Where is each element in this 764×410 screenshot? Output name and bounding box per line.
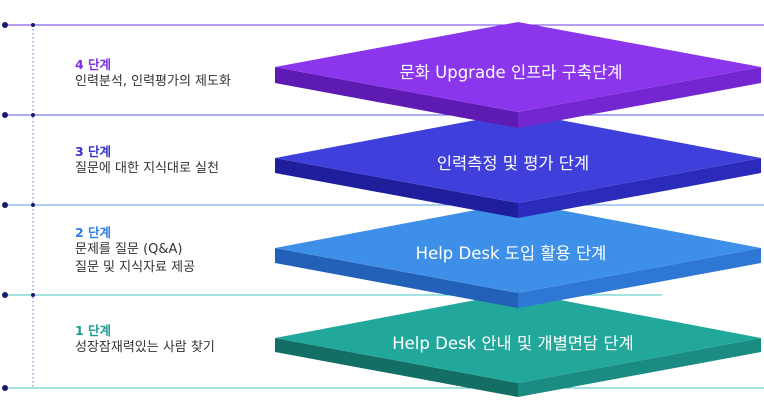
- dot-mid-4: [31, 23, 35, 27]
- dot-mid-3: [31, 113, 35, 117]
- step-1-desc: 성장잠재력있는 사람 찾기: [75, 340, 215, 355]
- step-3-desc: 질문에 대한 지식대로 실천: [75, 161, 219, 176]
- dot-left-2: [2, 202, 8, 208]
- step-4-desc: 인력분석, 인력평가의 제도화: [75, 74, 231, 89]
- dot-left-4: [2, 22, 8, 28]
- dot-left-3: [2, 112, 8, 118]
- step-3-block: 3 단계 질문에 대한 지식대로 실천: [75, 143, 219, 178]
- layer-label-3: 인력측정 및 평가 단계: [437, 154, 589, 173]
- step-1-title: 1 단계: [75, 323, 112, 338]
- dot-mid-2: [31, 203, 35, 207]
- layer-label-2: Help Desk 도입 활용 단계: [416, 244, 607, 263]
- step-2-block: 2 단계 문제를 질문 (Q&A) 질문 및 지식자료 제공: [75, 224, 195, 277]
- layer-1: Help Desk 안내 및 개별면담 단계: [275, 292, 761, 397]
- layer-label-4: 문화 Upgrade 인프라 구축단계: [400, 63, 623, 82]
- step-4-block: 4 단계 인력분석, 인력평가의 제도화: [75, 56, 231, 91]
- layer-3: 인력측정 및 평가 단계: [275, 112, 761, 218]
- step-4-title: 4 단계: [75, 57, 112, 72]
- layer-label-1: Help Desk 안내 및 개별면담 단계: [392, 334, 633, 353]
- step-1-block: 1 단계 성장잠재력있는 사람 찾기: [75, 322, 215, 357]
- dot-left-1: [2, 292, 8, 298]
- step-2-title: 2 단계: [75, 225, 112, 240]
- layer-4: 문화 Upgrade 인프라 구축단계: [275, 22, 761, 128]
- dot-mid-1: [31, 293, 35, 297]
- step-3-title: 3 단계: [75, 144, 112, 159]
- step-2-desc-line2: 질문 및 지식자료 제공: [75, 260, 196, 275]
- step-2-desc-line1: 문제를 질문 (Q&A): [75, 242, 183, 257]
- layer-2: Help Desk 도입 활용 단계: [275, 202, 761, 308]
- dot-left-bottom: [2, 385, 8, 391]
- connector-dots: [2, 22, 35, 391]
